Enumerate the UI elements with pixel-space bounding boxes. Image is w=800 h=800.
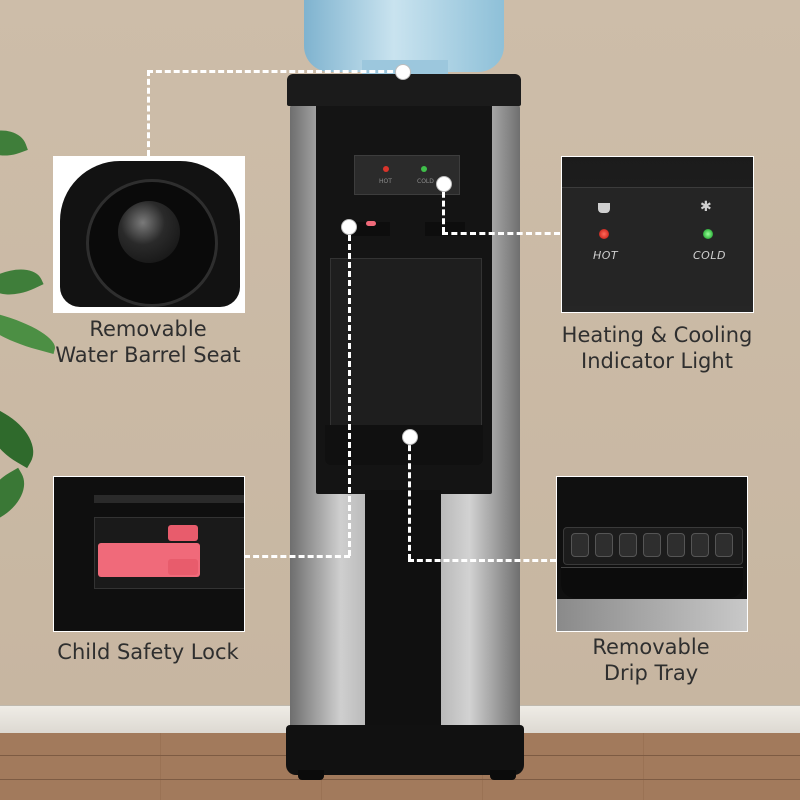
dispensing-recess xyxy=(330,258,482,430)
drip-slot xyxy=(571,533,589,557)
panel-hot-label: HOT xyxy=(379,178,392,185)
indicator-caption: Heating & Cooling Indicator Light xyxy=(546,322,768,374)
indicator-panel-face xyxy=(562,187,753,306)
cold-light-icon xyxy=(421,166,427,172)
barrel-seat-caption-line1: Removable xyxy=(89,317,207,341)
leader-tray-h xyxy=(408,559,556,562)
indicator-dot xyxy=(436,176,452,192)
safety-lock-button xyxy=(366,221,376,226)
drip-tray-caption-line2: Drip Tray xyxy=(603,661,699,685)
drip-tray-caption-line1: Removable xyxy=(592,635,710,659)
cold-label: COLD xyxy=(693,249,726,262)
barrel-seat-caption: Removable Water Barrel Seat xyxy=(40,316,256,368)
leader-lock-h xyxy=(244,555,350,558)
drip-slot xyxy=(715,533,733,557)
safety-lock-caption-line1: Child Safety Lock xyxy=(57,640,239,664)
indicator-caption-line2: Indicator Light xyxy=(581,349,733,373)
barrel-seat-dot xyxy=(395,64,411,80)
hot-label: HOT xyxy=(593,249,619,262)
leader-indicator-v xyxy=(442,183,445,233)
child-lock-tab-top xyxy=(168,525,198,541)
leader-tray-v xyxy=(408,436,411,560)
steaming-cup-icon xyxy=(598,203,610,213)
leader-lock-v xyxy=(348,226,351,556)
drip-slot xyxy=(643,533,661,557)
drip-tray-caption: Removable Drip Tray xyxy=(540,634,762,686)
drip-slot xyxy=(691,533,709,557)
barrel-seat-detail-image xyxy=(53,156,245,313)
indicator-detail-image: ✱ HOT COLD xyxy=(561,156,754,313)
lock-dot xyxy=(341,219,357,235)
hot-indicator-light-icon xyxy=(599,229,609,239)
drip-tray-detail-image xyxy=(556,476,748,632)
leader-barrel-v xyxy=(147,70,150,156)
safety-lock-caption: Child Safety Lock xyxy=(30,639,266,665)
snowflake-icon: ✱ xyxy=(700,199,712,215)
foot-left xyxy=(298,770,324,780)
drip-tray-basin xyxy=(561,567,743,598)
leader-indicator-h xyxy=(442,232,560,235)
safety-lock-detail-image xyxy=(53,476,245,632)
cold-indicator-light-icon xyxy=(703,229,713,239)
drip-slot xyxy=(667,533,685,557)
dispenser-column xyxy=(365,490,441,730)
child-lock-tab-bottom xyxy=(168,559,198,575)
barrel-seat-caption-line2: Water Barrel Seat xyxy=(55,343,241,367)
leader-barrel-h xyxy=(147,70,402,73)
indicator-caption-line1: Heating & Cooling xyxy=(561,323,753,347)
drip-slot xyxy=(595,533,613,557)
lock-housing-edge xyxy=(94,495,244,503)
barrel-seat-probe xyxy=(118,201,180,263)
panel-cold-label: COLD xyxy=(417,178,434,185)
hot-tap xyxy=(350,222,390,236)
steel-body-edge xyxy=(557,599,747,631)
dispenser-base xyxy=(286,725,524,775)
foot-right xyxy=(490,770,516,780)
hot-light-icon xyxy=(383,166,389,172)
tray-dot xyxy=(402,429,418,445)
drip-slot xyxy=(619,533,637,557)
